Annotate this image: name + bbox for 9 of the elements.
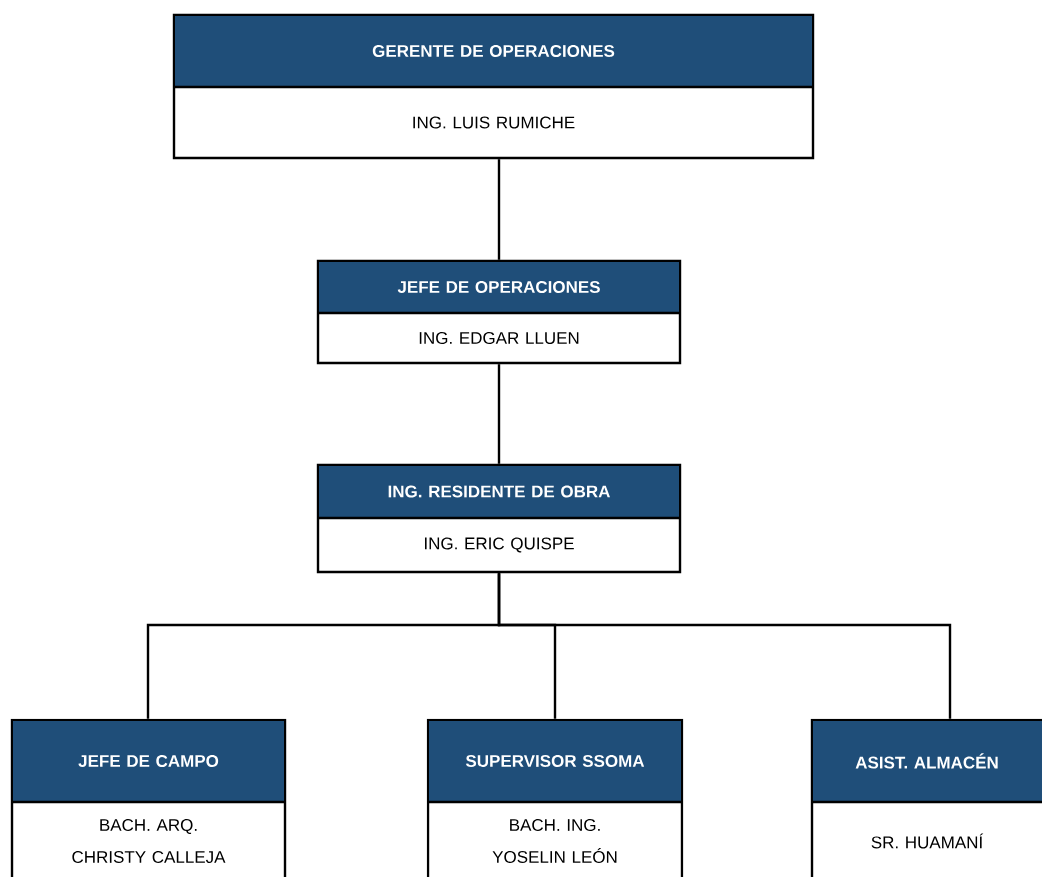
org-card: SUPERVISOR SSOMA BACH. ING. YOSELIN LEÓN	[426, 718, 684, 877]
org-card: JEFE DE OPERACIONES ING. EDGAR LLUEN	[316, 259, 682, 365]
connector-line	[497, 364, 501, 464]
org-card: ING. RESIDENTE DE OBRA ING. ERIC QUISPE	[316, 463, 682, 574]
org-card: GERENTE DE OPERACIONES ING. LUIS RUMICHE	[172, 13, 815, 160]
connector-line	[497, 573, 952, 719]
org-card: JEFE DE CAMPO BACH. ARQ. CHRISTY CALLEJA	[10, 718, 287, 877]
connector-line	[497, 159, 501, 260]
org-card: ASIST. ALMACÉN SR. HUAMANÍ	[810, 718, 1042, 877]
